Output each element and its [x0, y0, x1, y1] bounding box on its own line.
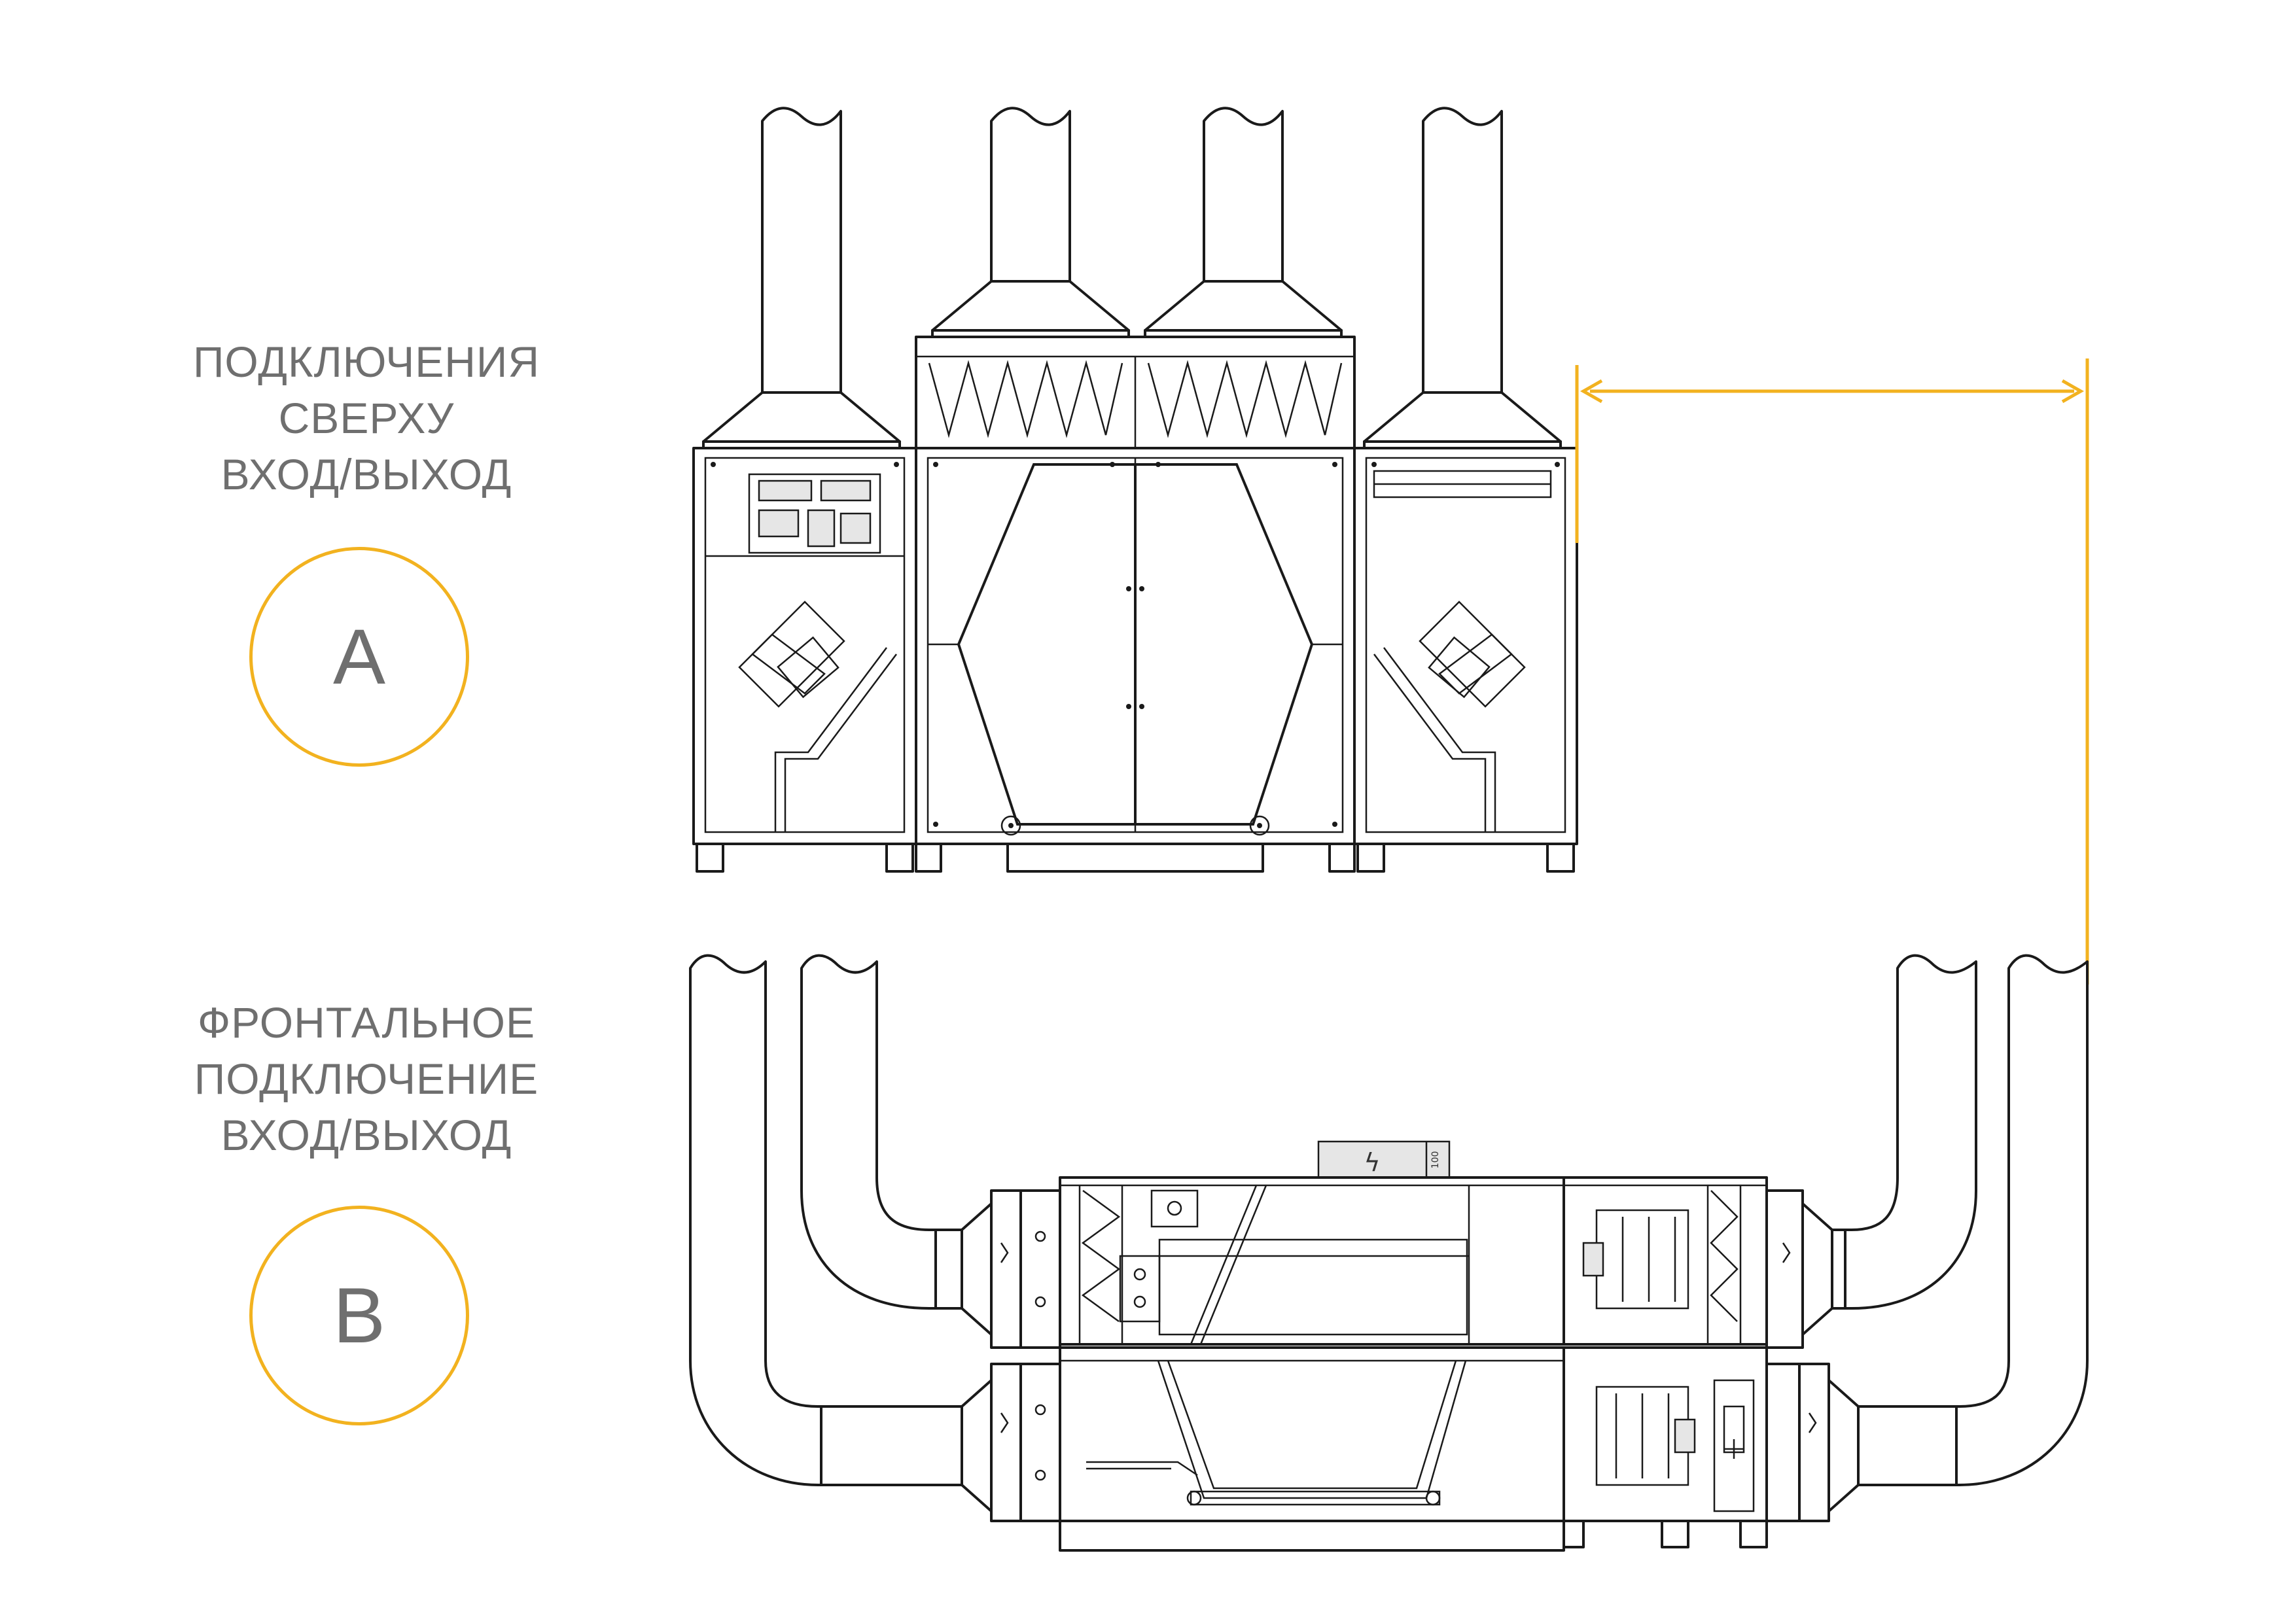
transition-b-right [1765, 1189, 1830, 1522]
section-b-badge: B [249, 1206, 469, 1425]
duct-b-right-outer [1828, 954, 2089, 1512]
lower-body-b [1059, 1346, 1768, 1522]
duct-a-4 [1363, 107, 1562, 449]
section-b-label-line-1: ФРОНТАЛЬНОЕ [198, 998, 535, 1047]
section-b-label-line-2: ПОДКЛЮЧЕНИЕ [194, 1055, 539, 1103]
base-b [1059, 1520, 1768, 1552]
section-a-badge: A [249, 547, 469, 767]
section-a-label: ПОДКЛЮЧЕНИЯ СВЕРХУ ВХОД/ВЫХОД [118, 334, 615, 502]
electric-box-glyph: ϟ [1364, 1148, 1380, 1177]
duct-b-right-inner [1801, 954, 1977, 1336]
transition-b-left [990, 1189, 1061, 1522]
section-b-label-line-3: ВХОД/ВЫХОД [221, 1111, 512, 1159]
bolts-a [711, 462, 1560, 827]
section-a-label-line-3: ВХОД/ВЫХОД [221, 450, 512, 498]
unit-a-drawing [692, 107, 1578, 873]
section-a-label-line-2: СВЕРХУ [278, 394, 455, 442]
unit-b-drawing: ϟ 100 [689, 954, 2089, 1552]
duct-a-2 [931, 107, 1130, 338]
right-module-a [1353, 447, 1578, 873]
dimension-arrow [1575, 358, 2089, 985]
electric-box-tag: 100 [1430, 1151, 1441, 1169]
duct-b-left-outer [689, 954, 993, 1512]
electric-box: ϟ 100 [1317, 1140, 1451, 1179]
duct-b-left-inner [800, 954, 993, 1336]
upper-body-b [1059, 1176, 1768, 1346]
duct-a-1 [702, 107, 901, 449]
center-module-a [915, 447, 1356, 873]
filter-box-a [915, 336, 1356, 449]
duct-a-3 [1144, 107, 1343, 338]
section-a-label-line-1: ПОДКЛЮЧЕНИЯ [192, 338, 540, 386]
left-module-a [692, 447, 917, 873]
section-b-label: ФРОНТАЛЬНОЕ ПОДКЛЮЧЕНИЕ ВХОД/ВЫХОД [118, 994, 615, 1163]
